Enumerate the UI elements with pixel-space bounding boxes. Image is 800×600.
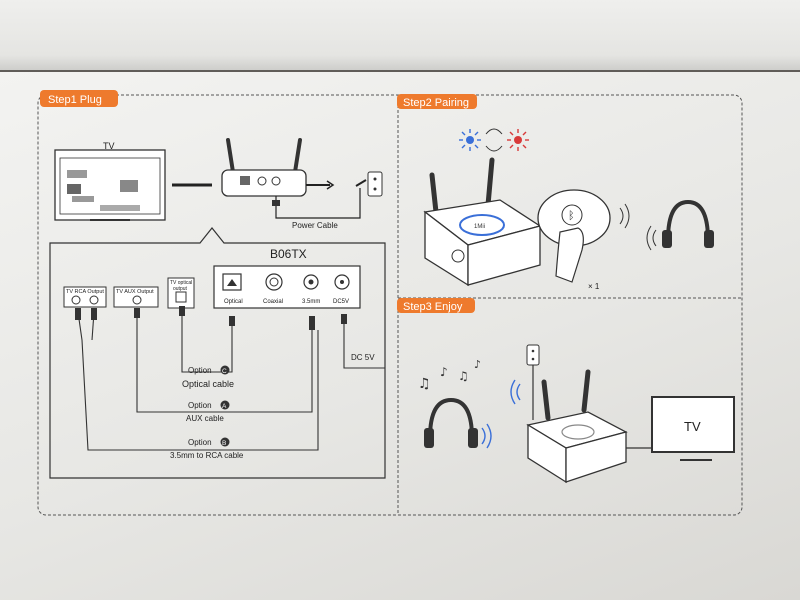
port-dc-label: DC5V [333,299,349,305]
step3-wave-1 [481,427,486,445]
power-arrow-icon [326,180,335,190]
press-times-label: × 1 [588,282,600,291]
optical-cable-label: Optical cable [182,379,234,389]
step1-header: Step1 Plug [48,94,102,106]
wall-outlet-icon [367,171,383,197]
finger-press-icon [555,227,584,283]
transmitter-device-icon [221,138,307,197]
option-c-letter: C [222,368,227,375]
tv-optical-output-label-2: output [173,286,188,292]
model-label: B06TX [270,247,307,261]
rca-port-right-icon [89,295,99,305]
headphone-wave-2 [646,225,652,251]
blue-led-icon [459,129,481,151]
svg-text:♪: ♪ [474,358,481,371]
enjoy-device-icon [526,369,628,484]
coaxial-port-icon [265,273,283,291]
power-cable-label: Power Cable [292,221,338,230]
step2-header: Step2 Pairing [403,97,469,109]
option-c-badge [220,365,230,375]
option-b-badge [220,437,230,447]
tv-step3-label: TV [684,419,701,434]
rca-cable-label: 3.5mm to RCA cable [170,451,244,460]
dc-5v-label: DC 5V [351,353,375,362]
callout-box [49,227,386,479]
step3-header-bg [397,298,475,313]
music-notes-icon: ♫ ♪ ♫ ♪ [418,358,481,392]
port-coaxial-label: Coaxial [263,299,283,305]
tv-aux-port-icon [132,295,142,305]
tv-optical-output-label-1: TV optical [170,280,192,286]
svg-text:♪: ♪ [440,365,448,379]
step2-header-bg [397,94,477,109]
plug-line [355,179,367,187]
aux-cable-label: AUX cable [186,414,224,423]
port-35-label: 3.5mm [302,299,320,305]
wall-outlet-step3-icon [526,344,540,366]
step1-header-bg [40,90,118,107]
box-flap [0,0,800,70]
option-a-letter: A [222,403,227,410]
blink-arrow-bottom [485,145,503,152]
device-logo: 1Mii [474,224,485,230]
tv-optical-output-box [167,277,195,309]
tv-back-icon [54,149,166,221]
option-b-letter: B [222,440,226,447]
rca-port-left-icon [71,295,81,305]
svg-text:♫: ♫ [458,369,469,383]
red-led-icon [507,129,529,151]
svg-text:♫: ♫ [418,376,431,392]
step3-wave-2 [486,423,492,449]
optical-port-icon [222,273,242,291]
tv-optical-port-icon [175,291,187,303]
outer-panel [37,94,743,516]
option-c-label: Option [188,366,212,375]
signal-wave-2 [624,203,630,229]
headphone-wave-1 [652,229,657,247]
headphones-icon-step2 [662,199,714,248]
cable-lines [77,311,385,451]
option-a-label: Option [188,401,212,410]
power-cable-line [275,188,361,219]
bluetooth-icon: ᛒ [568,209,575,222]
signal-wave-1 [619,207,624,225]
tv-aux-output-label: TV AUX Output [116,289,154,295]
step3-wave-3 [516,383,521,401]
power-plug-icon [272,200,280,206]
tv-rca-output-box [63,286,107,308]
dc-port-icon [334,274,350,290]
port-optical-label: Optical [224,299,243,305]
tv-label: TV [103,141,115,151]
tv-aux-output-box [113,286,159,308]
aux-port-icon [303,274,319,290]
step3-wave-4 [510,379,516,405]
cable-plugs [75,306,347,330]
press-button-icon [451,249,465,263]
headphones-icon-step3 [424,397,478,448]
pairing-device-icon: 1Mii [423,157,542,287]
tv-rca-output-label: TV RCA Output [66,289,104,295]
blink-arrow-top [485,128,503,135]
step3-header: Step3 Enjoy [403,301,463,313]
option-b-label: Option [188,438,212,447]
tv-step3-icon [651,396,735,461]
option-a-badge [220,400,230,410]
device-back-panel [213,265,361,309]
